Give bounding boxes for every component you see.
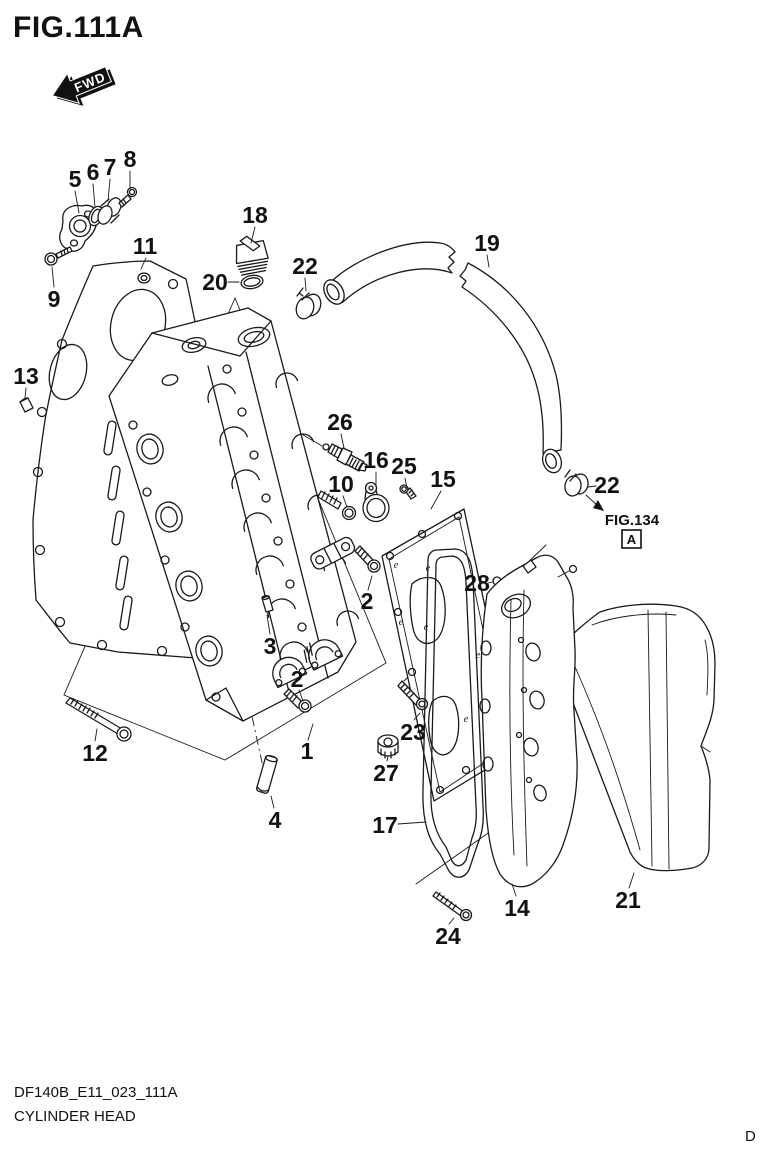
leader-line-21-29 <box>628 872 635 889</box>
leader-line-2-20 <box>298 689 304 702</box>
camshaft-cap-single <box>310 536 356 570</box>
part-7-thermostat <box>97 197 122 225</box>
part-label-21-29: 21 <box>615 887 641 913</box>
gasket-e-mark-0: e <box>394 560 399 571</box>
part-26-spark-plug <box>322 443 368 472</box>
part-25-bolt <box>399 484 417 500</box>
leader-line-12-22 <box>94 728 98 742</box>
part-label-13-6: 13 <box>13 363 39 389</box>
part-label-5-0: 5 <box>69 166 82 192</box>
part-label-12-22: 12 <box>82 740 108 766</box>
part-label-2-20: 2 <box>291 666 304 692</box>
part-5-thermostat-cover <box>59 204 99 252</box>
part-label-15-16: 15 <box>430 466 456 492</box>
leader-line-13-6 <box>24 387 27 399</box>
footer-title: CYLINDER HEAD <box>14 1108 136 1125</box>
part-12-bolt <box>65 697 132 742</box>
part-label-22-11: 22 <box>594 472 620 498</box>
part-label-9-4: 9 <box>48 286 61 312</box>
part-label-17-26: 17 <box>372 812 398 838</box>
reference-letter-box <box>621 529 642 549</box>
part-19-water-hose <box>323 241 563 474</box>
part-label-1-21: 1 <box>301 738 314 764</box>
leader-line-23-24 <box>413 712 421 721</box>
part-label-10-13: 10 <box>328 471 354 497</box>
part-label-27-25: 27 <box>373 760 399 786</box>
figure-title: FIG.111A <box>13 11 144 44</box>
leader-line-27-25 <box>386 755 389 762</box>
page-letter: D <box>745 1128 756 1145</box>
part-label-16-14: 16 <box>363 447 389 473</box>
part-label-28-17: 28 <box>464 570 490 596</box>
part-21-cylinder-head-cover <box>559 603 716 872</box>
part-20-o-ring <box>240 274 264 290</box>
leader-line-6-1 <box>92 183 96 208</box>
leader-line-15-16 <box>430 490 442 510</box>
part-2-bolt-lower <box>283 688 312 713</box>
part-10-bolt <box>317 490 357 521</box>
camshaft-cap-double <box>272 639 344 689</box>
leader-line-7-2 <box>107 178 111 202</box>
fig134-reference-arrow <box>585 494 604 511</box>
part-22-hose-clamp-lower <box>564 469 589 497</box>
part-3-pin <box>261 594 274 613</box>
leader-line-9-4 <box>51 266 55 288</box>
part-label-14-27: 14 <box>504 895 530 921</box>
leader-line-4-23 <box>270 795 275 809</box>
part-label-4-23: 4 <box>269 807 282 833</box>
part-8-bolt <box>118 186 138 208</box>
part-label-3-19: 3 <box>264 633 277 659</box>
footer-code: DF140B_E11_023_111A <box>14 1084 177 1101</box>
leader-line-17-26 <box>397 821 427 825</box>
part-label-25-15: 25 <box>391 453 417 479</box>
leader-line-19-10 <box>486 254 490 268</box>
part-24-screw <box>432 891 473 922</box>
part-label-7-2: 7 <box>104 154 117 180</box>
part-label-26-12: 26 <box>327 409 353 435</box>
leader-line-26-12 <box>340 433 345 449</box>
leader-line-11-5 <box>140 257 147 270</box>
reference-letter: A <box>627 532 637 547</box>
leader-line-1-21 <box>307 723 314 741</box>
part-17-cover-gasket <box>422 548 484 878</box>
leader-line-28-17 <box>487 581 493 584</box>
part-13-dowel-pin <box>19 397 34 413</box>
leader-line-22-9 <box>304 277 307 292</box>
part-4-dowel <box>256 754 278 794</box>
part-9-bolt <box>44 246 73 266</box>
part-label-23-24: 23 <box>400 719 426 745</box>
part-14-water-jacket-cover <box>479 554 578 888</box>
part-2-bolt-upper <box>354 545 381 573</box>
leader-line-24-28 <box>448 917 455 925</box>
leader-line-3-19 <box>266 614 271 635</box>
gasket-e-mark-5: e <box>464 714 469 725</box>
part-label-18-7: 18 <box>242 202 268 228</box>
part-label-22-9: 22 <box>292 253 318 279</box>
leader-line-25-15 <box>404 477 408 489</box>
part-label-20-8: 20 <box>202 269 228 295</box>
leader-line-18-7 <box>250 226 256 244</box>
leader-line-14-27 <box>511 883 517 897</box>
part-label-6-1: 6 <box>87 159 100 185</box>
fig134-reference-label: FIG.134 <box>605 512 660 529</box>
part-18-plug <box>235 235 269 276</box>
leader-line-2-18 <box>367 575 373 591</box>
part-27-plug <box>377 734 399 759</box>
part-label-2-18: 2 <box>361 588 374 614</box>
part-label-19-10: 19 <box>474 230 500 256</box>
part-16-seal <box>362 481 390 523</box>
cylinder-head-block <box>108 307 360 722</box>
part-label-11-5: 11 <box>133 233 158 259</box>
fwd-direction-marker: FWD <box>51 66 116 106</box>
leader-line-5-0 <box>74 190 80 214</box>
gasket-e-mark-2: e <box>399 617 404 628</box>
leader-line-10-13 <box>342 495 348 508</box>
part-22-hose-clamp-upper <box>295 287 322 320</box>
leader-line-22-11 <box>587 485 597 488</box>
part-label-24-28: 24 <box>435 923 461 949</box>
part-label-8-3: 8 <box>124 146 137 172</box>
gasket-e-mark-4: e <box>476 650 481 661</box>
